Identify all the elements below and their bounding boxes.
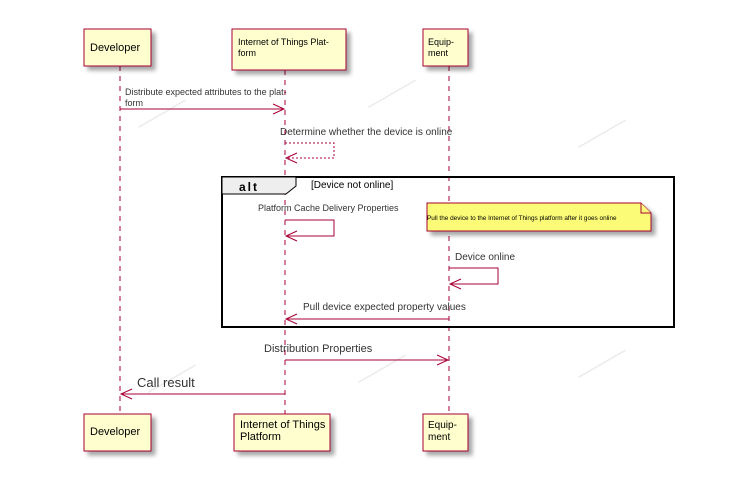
note: Pull the device to the Internet of Thing… [426,202,652,232]
message-call-result: Call result [119,375,285,400]
alt-fragment: alt [Device not online] [221,176,675,328]
message-label: Pull device expected property values [303,302,466,313]
participant-label-line-2: Platform [240,431,281,443]
message-determine-online: Determine whether the device is online [280,127,453,164]
message-label-line-1: Distribute expected attributes to the pl… [125,87,287,97]
participant-developer-top[interactable]: Developer [83,28,152,67]
alt-keyword: alt [239,180,259,194]
participant-label: Developer [90,42,140,54]
participant-label-line-2: form [238,48,256,58]
alt-condition: [Device not online] [311,180,393,191]
message-label: Device online [455,252,515,263]
watermark-pattern: ━━━━━━━━━━ ━━━━━━━━━━ ━━━━━━━━━━ ━━━━━━━… [136,77,629,399]
svg-text:Developer: Developer [90,42,140,54]
message-label: Call result [137,375,195,390]
svg-text:━━━━━━━━━━: ━━━━━━━━━━ [136,97,189,134]
participant-label-line-1: Equip- [428,37,454,47]
message-label: Determine whether the device is online [280,127,453,138]
participant-iot-platform-top[interactable]: Internet of Things Plat-form [231,28,347,71]
participant-label-line-1: Equip- [428,420,457,431]
message-distribute-attributes: Distribute expected attributes to the pl… [120,87,287,115]
message-device-online: Device online [448,252,515,290]
svg-text:Equip-ment: Equip-ment [428,37,454,58]
participant-label-line-1: Internet of Things [240,419,326,431]
svg-text:━━━━━━━━━━: ━━━━━━━━━━ [356,352,409,389]
svg-text:Equip-ment: Equip-ment [428,420,457,443]
message-pull-values: Pull device expected property values [284,302,466,325]
participant-label-line-2: ment [428,432,450,443]
participant-label-line-2: ment [428,48,449,58]
message-label: Platform Cache Delivery Properties [258,203,399,213]
svg-text:━━━━━━━━━━: ━━━━━━━━━━ [576,117,629,154]
message-platform-cache: Platform Cache Delivery Properties [258,203,399,242]
message-label-line-2: form [125,98,143,108]
svg-text:Distribute expected attributes: Distribute expected attributes to the pl… [125,87,287,108]
svg-text:Internet of Things Plat-form: Internet of Things Plat-form [238,37,329,58]
message-label: Distribution Properties [264,343,373,355]
svg-text:━━━━━━━━━━: ━━━━━━━━━━ [366,77,419,114]
svg-text:━━━━━━━━━━: ━━━━━━━━━━ [576,347,629,384]
participant-developer-bottom[interactable]: Developer [83,413,152,452]
svg-text:Developer: Developer [90,426,140,438]
participant-equipment-top[interactable]: Equip-ment [422,28,469,67]
participant-label-line-1: Internet of Things Plat- [238,37,329,47]
message-distribution-properties: Distribution Properties [264,343,450,366]
participant-equipment-bottom[interactable]: Equip-ment [422,413,469,452]
participant-label: Developer [90,426,140,438]
note-text: Pull the device to the Internet of Thing… [427,215,617,222]
